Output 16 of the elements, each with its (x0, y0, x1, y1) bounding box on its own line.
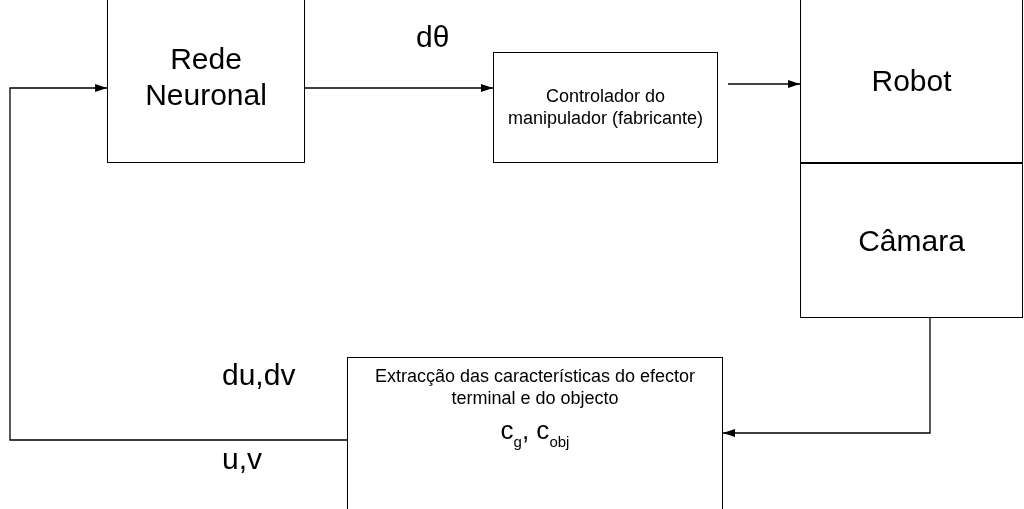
process-box (107, 0, 305, 163)
process-box (347, 357, 723, 509)
formula: c$_{g}$, c$_{obj}$ (500, 415, 570, 450)
arrow (727, 80, 801, 88)
edge-label: du,dv (222, 360, 296, 390)
box-label: Robot (870, 62, 953, 99)
box-label: Rede Neuronal (144, 41, 268, 113)
box-label: Controlador do manipulador (fabricante) (506, 85, 705, 130)
box-label: Câmara (857, 222, 966, 259)
arrow (304, 84, 494, 92)
arrow (9, 84, 348, 441)
process-box (800, 163, 1023, 318)
arrow (722, 317, 931, 437)
process-box (800, 0, 1023, 163)
box-label: Extracção das características do efector terminal e do objecto (373, 366, 697, 410)
process-box (493, 52, 718, 163)
